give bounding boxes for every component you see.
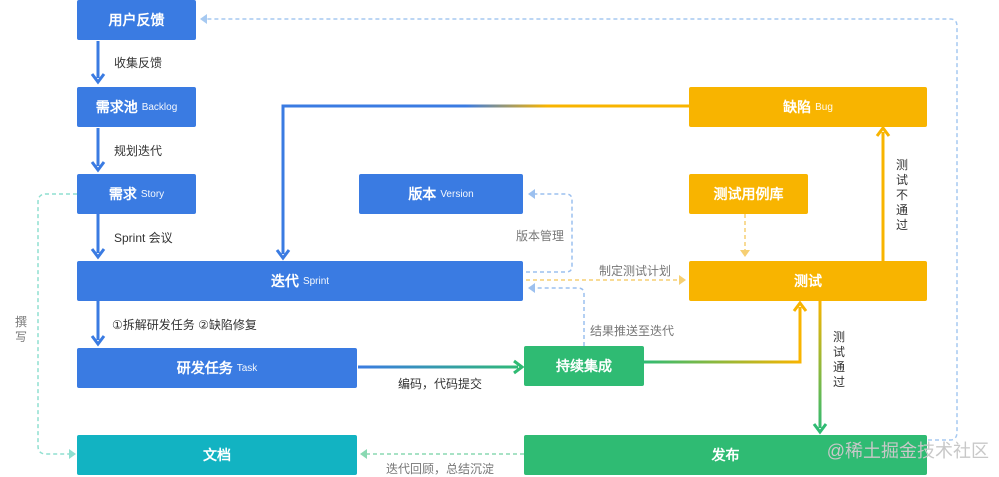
node-release: 发布 (524, 435, 927, 475)
label-collect-feedback: 收集反馈 (114, 56, 163, 70)
arrow-task-to-ci (358, 359, 525, 375)
arrow-ci-to-test (644, 300, 808, 364)
node-release-title: 发布 (711, 447, 740, 463)
arrow-test-to-release (812, 301, 828, 435)
node-backlog-title: 需求池 (95, 99, 138, 115)
label-test-plan: 制定测试计划 (599, 264, 672, 278)
label-review: 迭代回顾，总结沉淀 (386, 462, 495, 476)
node-story: 需求 Story (77, 174, 196, 214)
label-sprint-meeting: Sprint 会议 (114, 231, 173, 245)
node-task-title: 研发任务 (176, 360, 233, 376)
arrow-story-to-docs (37, 193, 77, 459)
node-ci-title: 持续集成 (556, 358, 612, 374)
label-write: 撰写 (14, 315, 27, 344)
node-testcase-title: 测试用例库 (713, 186, 784, 202)
node-story-sub: Story (140, 188, 165, 200)
node-backlog-sub: Backlog (141, 101, 178, 113)
node-sprint: 迭代 Sprint (77, 261, 523, 301)
node-task: 研发任务 Task (77, 348, 357, 388)
node-testcase: 测试用例库 (689, 174, 808, 214)
arrow-release-to-docs (360, 449, 524, 459)
node-version: 版本 Version (359, 174, 523, 214)
label-test-fail: 测试不通过 (895, 158, 908, 232)
node-user-feedback-title: 用户反馈 (108, 12, 165, 28)
node-test: 测试 (689, 261, 927, 301)
label-code-commit: 编码，代码提交 (398, 377, 483, 391)
node-sprint-sub: Sprint (302, 275, 330, 287)
node-task-sub: Task (236, 362, 258, 374)
node-version-sub: Version (440, 188, 474, 200)
arrow-test-to-bug (875, 125, 891, 261)
node-bug-title: 缺陷 (783, 99, 812, 115)
node-backlog: 需求池 Backlog (77, 87, 196, 127)
arrow-sprint-to-test-plan (526, 275, 686, 285)
node-bug-sub: Bug (815, 101, 833, 113)
watermark: @稀土掘金技术社区 (826, 441, 989, 461)
arrow-feedback-to-backlog (90, 41, 106, 85)
node-bug: 缺陷 Bug (689, 87, 927, 127)
arrow-backlog-to-story (90, 128, 106, 173)
label-push-result: 结果推送至迭代 (590, 324, 675, 338)
label-test-pass: 测试通过 (832, 330, 845, 389)
arrow-testcase-to-test (740, 214, 750, 257)
node-docs: 文档 (77, 435, 357, 475)
arrow-release-to-feedback (200, 14, 958, 441)
arrow-bug-to-sprint (275, 104, 689, 261)
arrow-ci-to-sprint (528, 283, 585, 346)
label-version-mgmt: 版本管理 (516, 229, 565, 243)
node-version-title: 版本 (408, 186, 437, 202)
label-split-tasks: ①拆解研发任务 ②缺陷修复 (112, 318, 257, 332)
node-story-title: 需求 (108, 186, 137, 202)
arrow-sprint-to-version (526, 189, 573, 273)
node-test-title: 测试 (794, 273, 822, 289)
node-docs-title: 文档 (203, 447, 231, 463)
arrow-sprint-to-task (90, 301, 106, 347)
node-sprint-title: 迭代 (270, 273, 299, 289)
arrow-story-to-sprint (90, 214, 106, 260)
label-plan-sprint: 规划迭代 (114, 144, 163, 158)
node-ci: 持续集成 (524, 346, 644, 386)
node-user-feedback: 用户反馈 (77, 0, 196, 40)
